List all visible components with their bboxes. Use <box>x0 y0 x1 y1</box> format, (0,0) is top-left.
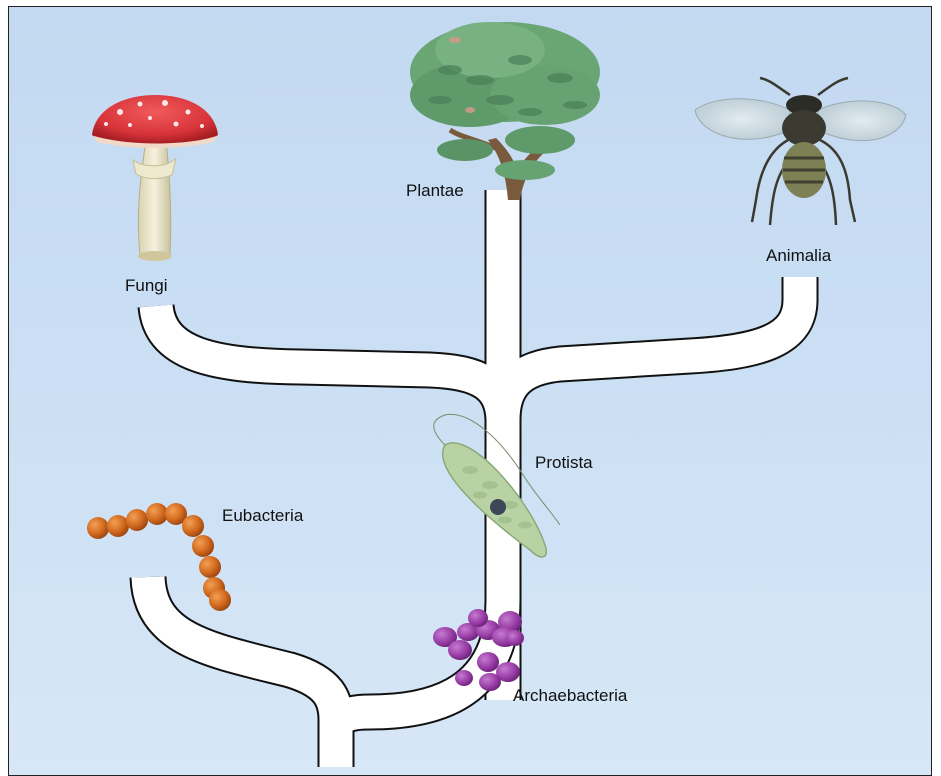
label-archaebacteria: Archaebacteria <box>513 686 627 706</box>
label-animalia: Animalia <box>766 246 831 266</box>
label-protista: Protista <box>535 453 593 473</box>
label-plantae: Plantae <box>406 181 464 201</box>
label-eubacteria: Eubacteria <box>222 506 303 526</box>
tree-illustration <box>410 22 600 200</box>
mushroom-illustration <box>92 95 218 261</box>
bee-illustration <box>695 78 906 225</box>
lower-branches <box>148 577 503 767</box>
label-fungi: Fungi <box>125 276 168 296</box>
